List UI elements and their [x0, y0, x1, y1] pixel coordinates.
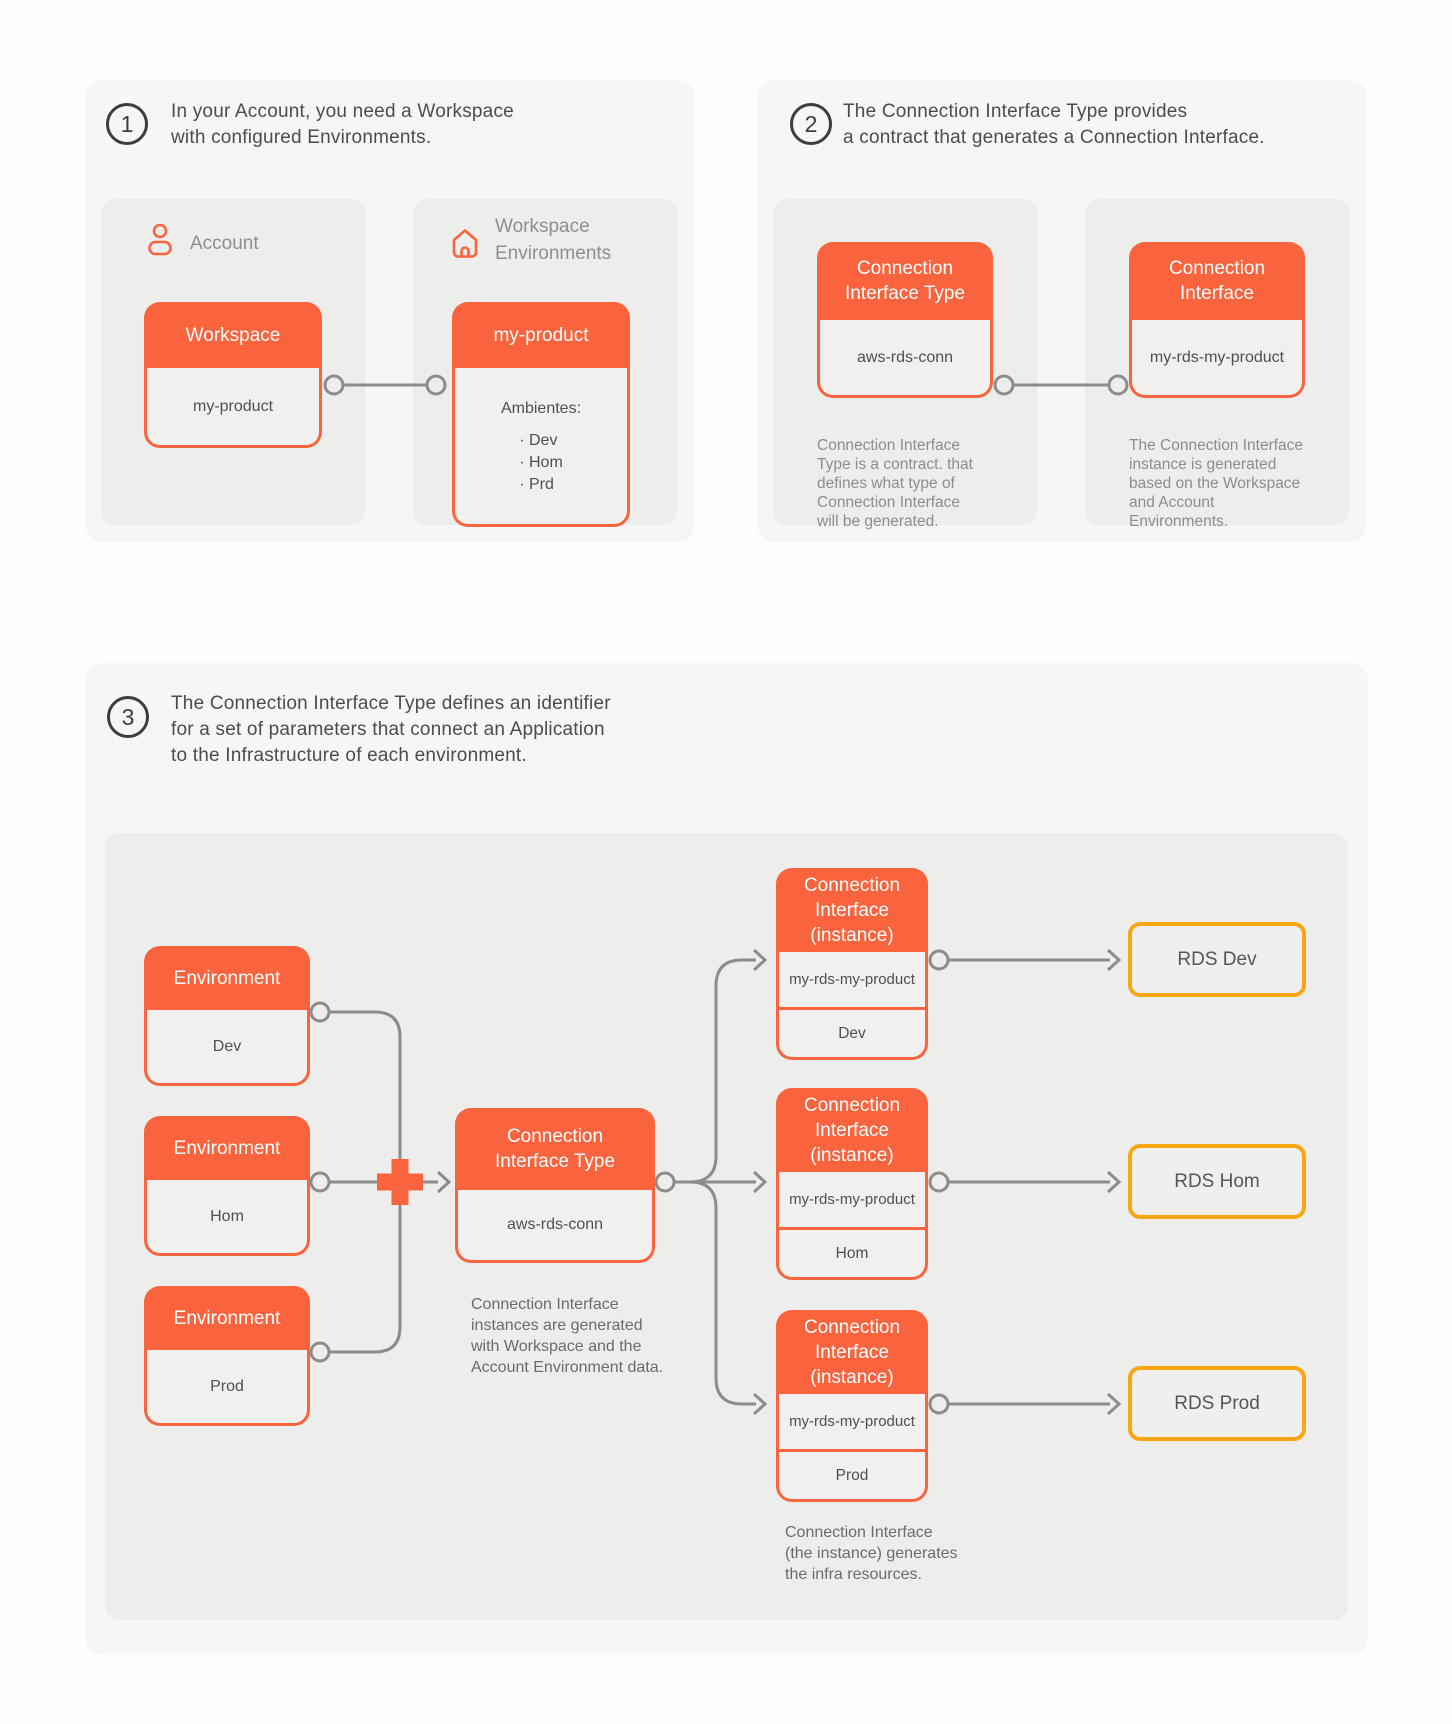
step1-title: In your Account, you need a Workspace wi…	[171, 101, 514, 148]
workspace-environments-label: Workspace Environments	[495, 216, 612, 264]
environment-dev-name: Dev	[147, 1010, 307, 1083]
rds-hom-box: RDS Hom	[1128, 1144, 1306, 1219]
step2-number-badge: 2	[790, 103, 832, 145]
environment-prod-name: Prod	[147, 1350, 307, 1423]
product-card-body: Ambientes: · Dev · Hom · Prd	[455, 368, 627, 524]
step3-number-badge: 3	[107, 696, 149, 738]
connection-interface-card: Connection Interface my-rds-my-product	[1129, 242, 1305, 398]
instance-prod-header: Connection Interface (instance)	[803, 1316, 901, 1388]
product-card-header: my-product	[493, 324, 589, 346]
step3-title: The Connection Interface Type defines an…	[171, 693, 611, 766]
instance-generates-caption: Connection Interface (the instance) gene…	[785, 1524, 958, 1583]
instance-hom-header: Connection Interface (instance)	[803, 1094, 901, 1166]
instance-prod-name: my-rds-my-product	[779, 1394, 925, 1449]
connection-interface-type-body: aws-rds-conn	[820, 320, 990, 395]
step2-title: The Connection Interface Type provides a…	[843, 101, 1265, 148]
ambientes-list: · Dev · Hom · Prd	[519, 432, 563, 493]
home-icon	[450, 227, 480, 260]
instance-prod-env: Prod	[779, 1452, 925, 1499]
environment-prod-header: Environment	[173, 1307, 281, 1329]
instance-dev-name: my-rds-my-product	[779, 952, 925, 1007]
workspace-card-body: my-product	[147, 368, 319, 445]
instance-hom-env: Hom	[779, 1230, 925, 1277]
type-instances-caption: Connection Interface instances are gener…	[471, 1296, 664, 1376]
connection-interface-instance-prod-card: Connection Interface (instance) my-rds-m…	[776, 1310, 928, 1502]
rds-prod-box: RDS Prod	[1128, 1366, 1306, 1441]
product-card: my-product Ambientes: · Dev · Hom · Prd	[452, 302, 630, 527]
connection-interface-header: Connection Interface	[1168, 258, 1266, 304]
environment-dev-card: Environment Dev	[144, 946, 310, 1086]
instance-dev-header: Connection Interface (instance)	[803, 874, 901, 946]
connection-interface-type-body-step3: aws-rds-conn	[458, 1190, 652, 1260]
environment-hom-card: Environment Hom	[144, 1116, 310, 1256]
connection-interface-type-header: Connection Interface Type	[844, 258, 966, 304]
connection-interface-type-header-step3: Connection Interface Type	[494, 1126, 616, 1172]
environment-prod-card: Environment Prod	[144, 1286, 310, 1426]
connection-interface-type-caption: Connection Interface Type is a contract.…	[817, 437, 973, 530]
connection-interface-instance-hom-card: Connection Interface (instance) my-rds-m…	[776, 1088, 928, 1280]
step1-number-badge: 1	[106, 103, 148, 145]
connection-interface-instance-dev-card: Connection Interface (instance) my-rds-m…	[776, 868, 928, 1060]
environment-dev-header: Environment	[173, 967, 281, 989]
connection-interface-type-card-step3: Connection Interface Type aws-rds-conn	[455, 1108, 655, 1263]
environment-hom-name: Hom	[147, 1180, 307, 1253]
instance-dev-env: Dev	[779, 1010, 925, 1057]
ambientes-title: Ambientes:	[500, 400, 582, 417]
connection-interface-body: my-rds-my-product	[1132, 320, 1302, 395]
instance-hom-name: my-rds-my-product	[779, 1172, 925, 1227]
connection-interface-caption: The Connection Interface instance is gen…	[1129, 437, 1304, 530]
workspace-card: Workspace my-product	[144, 302, 322, 448]
environment-hom-header: Environment	[173, 1137, 281, 1159]
person-icon	[146, 222, 174, 258]
account-label: Account	[190, 233, 259, 254]
rds-dev-box: RDS Dev	[1128, 922, 1306, 997]
connection-interface-type-card: Connection Interface Type aws-rds-conn	[817, 242, 993, 398]
workspace-card-header: Workspace	[185, 324, 281, 346]
